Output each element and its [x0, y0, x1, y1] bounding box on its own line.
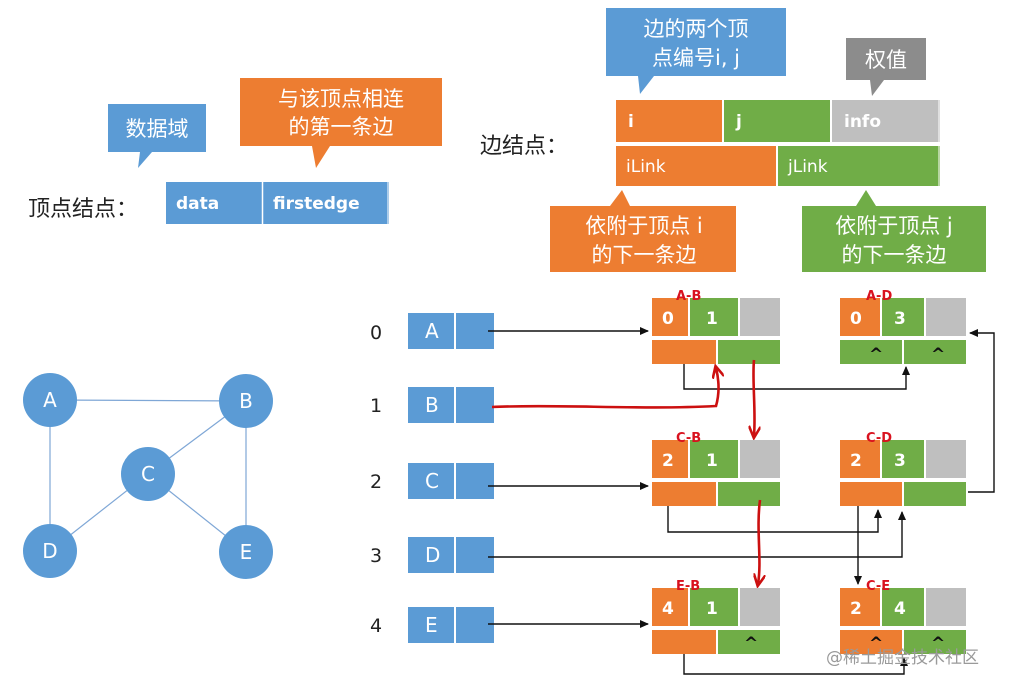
- red-arrow-a-b-jlink: [753, 359, 754, 436]
- edge-node-c-d: 2 3 C-D: [840, 431, 966, 506]
- edge-c-b-name: C-B: [676, 431, 701, 446]
- vertex-row-d: D: [408, 537, 494, 573]
- red-arrow-b-firstedge: [491, 368, 719, 409]
- edge-field-ilink: iLink: [626, 157, 666, 177]
- graph-node-b-label: B: [239, 389, 253, 413]
- callout-data-text: 数据域: [126, 117, 189, 141]
- edge-field-jlink: jLink: [787, 157, 828, 177]
- red-arrow-c-b-jlink: [758, 499, 760, 584]
- vertex-node-structure: data firstedge: [166, 182, 389, 224]
- graph-node-e-label: E: [240, 540, 253, 564]
- graph-node-a: [23, 373, 77, 427]
- vertex-node-title: 顶点结点：: [28, 197, 138, 222]
- edge-c-b-j: 1: [706, 451, 718, 471]
- edge-e-b-name: E-B: [676, 579, 700, 594]
- edge-c-d-i: 2: [850, 451, 862, 471]
- vertex-row-c-label: C: [425, 469, 439, 493]
- vertex-field-data: data: [176, 194, 219, 214]
- edge-e-b-i: 4: [662, 599, 674, 619]
- callout-firstedge: 与该顶点相连 的第一条边: [240, 78, 442, 168]
- edge-node-e-b: 4 1 ^ E-B: [652, 579, 780, 654]
- vertex-index-2: 2: [370, 471, 382, 493]
- vertex-row-b: B: [408, 387, 494, 423]
- callout-jlink-line1: 依附于顶点 j: [835, 214, 953, 238]
- vertex-row-c: C: [408, 463, 494, 499]
- vertex-index-0: 0: [370, 322, 382, 344]
- edge-node-a-d: 0 3 ^ ^ A-D: [840, 289, 966, 365]
- vertex-row-b-label: B: [425, 393, 439, 417]
- arrow-c-b-ilink: [667, 506, 882, 533]
- edge-node-structure: i j info iLink jLink: [616, 100, 940, 186]
- arrow-d-firstedge: [488, 511, 906, 558]
- callout-info: 权值: [846, 38, 926, 96]
- vertex-row-a-label: A: [425, 319, 439, 343]
- edge-c-d-name: C-D: [866, 431, 892, 446]
- edge-c-b-i: 2: [662, 451, 674, 471]
- edge-node-a-b: 0 1 A-B: [652, 289, 780, 364]
- vertex-field-firstedge: firstedge: [273, 194, 360, 214]
- callout-jlink-line2: 的下一条边: [842, 243, 947, 267]
- edge-a-d-jlink: ^: [931, 345, 945, 365]
- vertex-index-4: 4: [370, 615, 382, 637]
- edge-node-c-e: 2 4 ^ ^ C-E: [840, 579, 966, 654]
- vertex-index-3: 3: [370, 545, 382, 567]
- edge-c-e-i: 2: [850, 599, 862, 619]
- callout-firstedge-line2: 的第一条边: [289, 115, 394, 139]
- graph-node-b: [219, 374, 273, 428]
- vertex-row-a: A: [408, 313, 494, 349]
- graph-node-d: [23, 524, 77, 578]
- edge-field-j: j: [735, 112, 742, 132]
- callout-jlink: 依附于顶点 j 的下一条边: [802, 190, 986, 272]
- vertex-table: 0 1 2 3 4 A B C D E: [370, 313, 494, 643]
- vertex-row-e: E: [408, 607, 494, 643]
- edge-field-info: info: [844, 112, 881, 132]
- edge-a-d-i: 0: [850, 309, 862, 329]
- edge-c-e-ilink: ^: [869, 634, 883, 654]
- edge-e-b-j: 1: [706, 599, 718, 619]
- edge-a-d-name: A-D: [866, 289, 892, 304]
- callout-data: 数据域: [108, 104, 206, 168]
- edge-node-title: 边结点：: [480, 134, 568, 159]
- edge-c-e-j: 4: [894, 599, 906, 619]
- vertex-row-e-label: E: [425, 613, 438, 637]
- graph-node-e: [219, 525, 273, 579]
- callout-firstedge-line1: 与该顶点相连: [278, 87, 404, 111]
- edge-a-b-name: A-B: [676, 289, 701, 304]
- graph-node-c: [121, 447, 175, 501]
- callout-ilink: 依附于顶点 i 的下一条边: [550, 190, 736, 272]
- callout-ilink-line1: 依附于顶点 i: [585, 214, 703, 238]
- arrow-c-d-jlink: [968, 329, 995, 493]
- arrow-e-b-ilink: [683, 654, 908, 675]
- watermark: @稀土掘金技术社区: [826, 648, 979, 668]
- edge-a-d-ilink: ^: [869, 345, 883, 365]
- edge-c-e-jlink: ^: [931, 634, 945, 654]
- edge-c-d-j: 3: [894, 451, 906, 471]
- edge-a-b-i: 0: [662, 309, 674, 329]
- graph-nodes: A B C D E: [23, 373, 273, 579]
- graph-node-d-label: D: [42, 539, 57, 563]
- callout-ij: 边的两个顶 点编号i, j: [606, 8, 786, 94]
- graph-edge-a-b: [49, 399, 247, 402]
- edge-e-b-jlink: ^: [744, 634, 758, 654]
- edge-c-e-name: C-E: [866, 579, 890, 594]
- graph-node-c-label: C: [141, 462, 155, 486]
- edge-a-d-j: 3: [894, 309, 906, 329]
- vertex-row-d-label: D: [425, 543, 440, 567]
- arrow-a-b-ilink: [683, 364, 910, 390]
- edge-node-c-b: 2 1 C-B: [652, 431, 780, 506]
- edge-a-b-j: 1: [706, 309, 718, 329]
- callout-info-text: 权值: [865, 48, 907, 72]
- vertex-index-1: 1: [370, 395, 382, 417]
- pointer-arrows: [488, 327, 995, 675]
- graph-node-a-label: A: [43, 388, 57, 412]
- red-trace-arrows: [491, 359, 760, 584]
- callout-ij-line2: 点编号i, j: [652, 46, 740, 70]
- edge-field-i: i: [628, 112, 634, 132]
- callout-ilink-line2: 的下一条边: [592, 243, 697, 267]
- callout-ij-line1: 边的两个顶: [644, 17, 749, 41]
